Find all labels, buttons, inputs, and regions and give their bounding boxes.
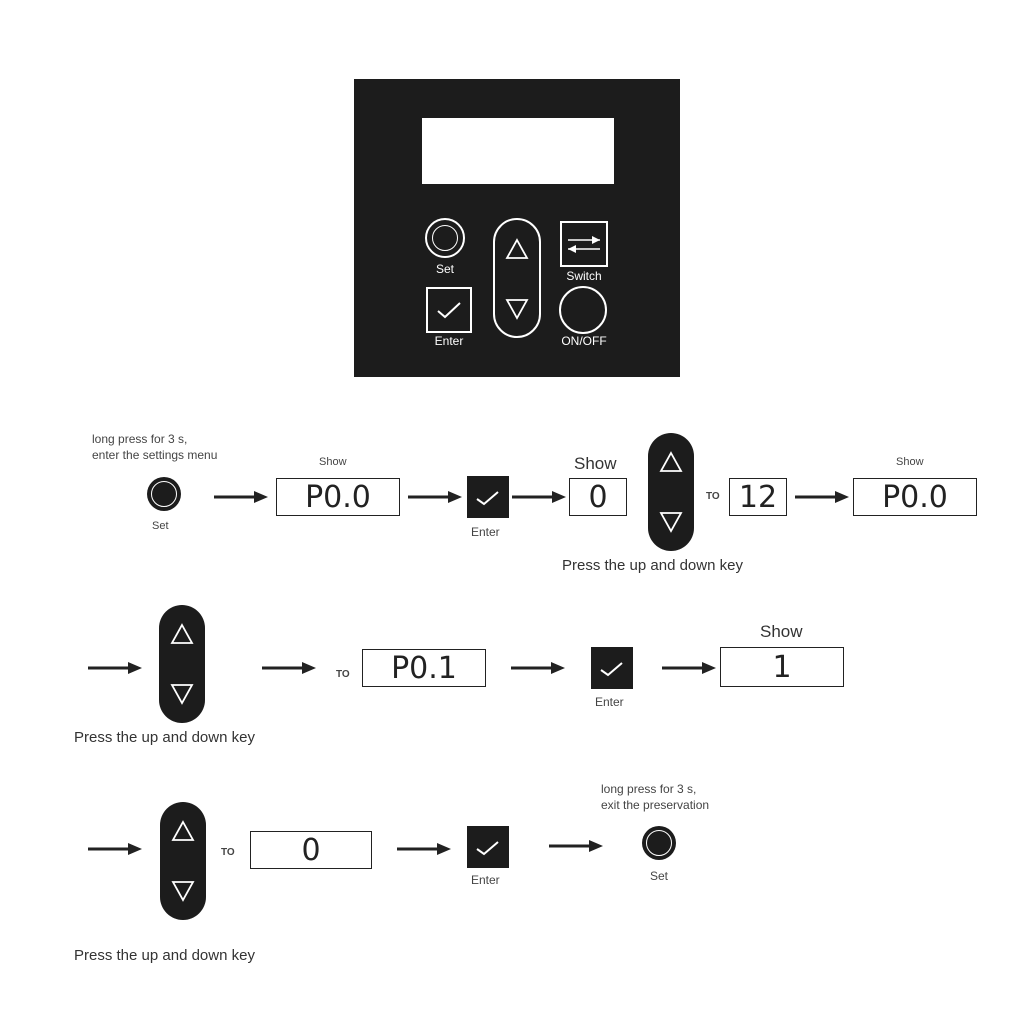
enter-key (467, 826, 509, 868)
up-arrow-icon (659, 451, 683, 472)
updown-caption: Press the up and down key (562, 557, 743, 574)
up-arrow-icon[interactable] (495, 230, 539, 274)
show-label: Show (574, 454, 617, 473)
show-label: Show (319, 456, 347, 468)
updown-caption: Press the up and down key (74, 729, 255, 746)
row3-note-line1: long press for 3 s, (601, 782, 697, 796)
enter-label: Enter (595, 695, 624, 709)
check-icon (476, 491, 499, 506)
updown-caption: Press the up and down key (74, 947, 255, 964)
display-value: P0.0 (853, 478, 977, 516)
to-label: TO (221, 847, 235, 858)
set-label: Set (152, 520, 169, 532)
arrow-icon (262, 662, 316, 674)
up-down-key (160, 802, 206, 920)
switch-icon (568, 236, 600, 253)
arrow-icon (511, 662, 565, 674)
check-icon (600, 662, 623, 677)
arrow-icon (512, 491, 566, 503)
set-knob-icon (147, 477, 181, 511)
display-value: 0 (569, 478, 627, 516)
show-label: Show (896, 456, 924, 468)
row3-note-line2: exit the preservation (601, 798, 710, 812)
to-label: TO (706, 491, 720, 502)
down-arrow-icon[interactable] (495, 286, 539, 330)
arrow-icon (88, 662, 142, 674)
lcd-screen (422, 118, 614, 184)
display-value: P0.0 (276, 478, 400, 516)
arrow-icon (408, 491, 462, 503)
show-label: Show (760, 622, 803, 641)
check-icon (437, 302, 461, 319)
switch-button-label: Switch (566, 269, 602, 283)
row1-note-line1: long press for 3 s, (92, 432, 188, 446)
up-down-key (159, 605, 205, 723)
arrow-icon (795, 491, 849, 503)
arrow-icon (214, 491, 268, 503)
up-down-key (648, 433, 694, 551)
arrow-icon (397, 843, 451, 855)
down-arrow-icon (659, 512, 683, 533)
row1-note-line2: enter the settings menu (92, 448, 218, 462)
up-down-key[interactable] (493, 218, 541, 338)
set-button-label: Set (435, 262, 454, 276)
power-button[interactable] (559, 286, 607, 334)
display-value: 12 (729, 478, 787, 516)
set-knob-icon (642, 826, 676, 860)
to-label: TO (336, 669, 350, 680)
set-knob-icon[interactable] (425, 218, 465, 258)
check-icon (476, 841, 499, 856)
display-value: 0 (250, 831, 372, 869)
enter-label: Enter (471, 873, 500, 887)
display-value: 1 (720, 647, 844, 687)
onoff-button-label: ON/OFF (561, 334, 607, 348)
enter-button-label: Enter (434, 334, 464, 348)
arrow-icon (88, 843, 142, 855)
switch-button[interactable] (560, 221, 608, 267)
up-arrow-icon (171, 820, 195, 841)
display-value: P0.1 (362, 649, 486, 687)
enter-label: Enter (471, 525, 500, 539)
enter-key (467, 476, 509, 518)
arrow-icon (662, 662, 716, 674)
down-arrow-icon (171, 881, 195, 902)
enter-key (591, 647, 633, 689)
set-label: Set (650, 869, 669, 883)
up-arrow-icon (170, 623, 194, 644)
down-arrow-icon (170, 684, 194, 705)
enter-button[interactable] (426, 287, 472, 333)
arrow-icon (549, 840, 603, 852)
